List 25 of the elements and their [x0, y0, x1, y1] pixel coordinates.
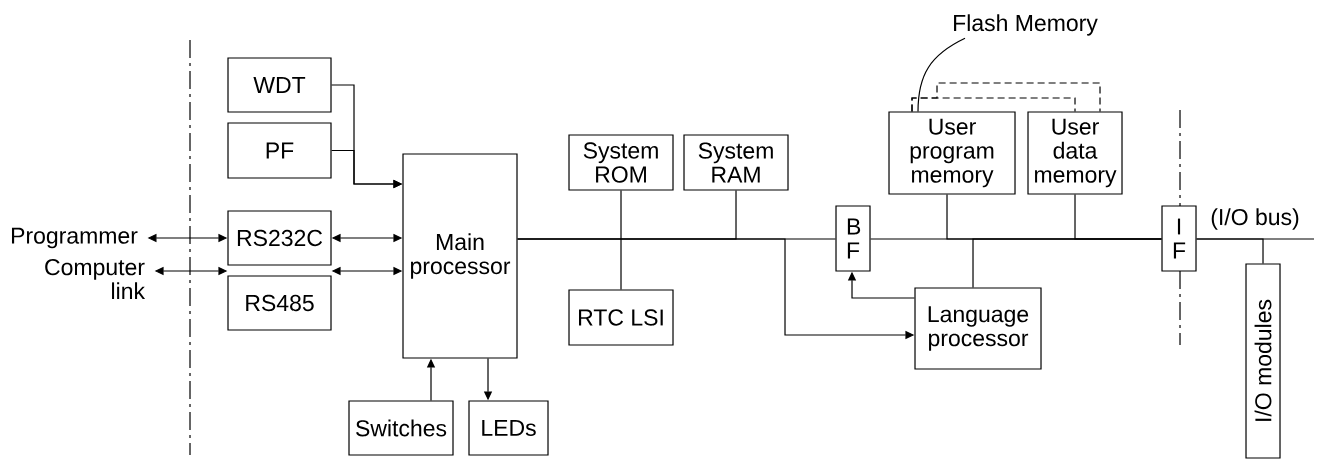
interface-box: I F [1161, 205, 1197, 272]
memory-box: User data memory [1027, 111, 1123, 195]
process-box: WDT [227, 57, 332, 113]
processor-box: Main processor [402, 153, 518, 359]
module-box: I/O modules [1245, 263, 1281, 459]
device-label: Computer link [45, 258, 146, 300]
process-box: PF [227, 122, 332, 179]
bus-line [620, 190, 622, 290]
memory-box: User program memory [888, 111, 1016, 195]
interface-box: RS232C [227, 210, 332, 266]
memory-box: System RAM [683, 134, 789, 191]
bus-line [1196, 238, 1315, 240]
device-label: Programmer [12, 227, 138, 249]
dashed-bracket [911, 82, 1101, 112]
output-box: LEDs [468, 400, 549, 456]
processor-box: Language processor [914, 287, 1042, 370]
buffer-box: B F [835, 205, 871, 272]
interface-box: RS485 [227, 275, 332, 331]
process-box: RTC LSI [568, 289, 674, 346]
leader-line [917, 37, 966, 112]
bus-label: (I/O bus) [1211, 208, 1299, 230]
bus-line [972, 238, 1162, 288]
input-box: Switches [348, 400, 454, 456]
callout-label: Flash Memory [954, 14, 1098, 36]
memory-box: System ROM [568, 134, 674, 191]
